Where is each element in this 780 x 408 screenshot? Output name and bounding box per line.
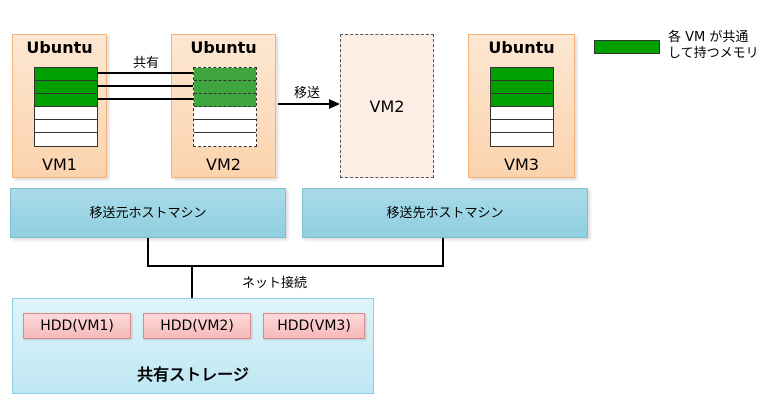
vm3-box: Ubuntu VM3	[468, 34, 575, 178]
vm2-migrated-box: VM2	[340, 34, 434, 178]
storage-title: 共有ストレージ	[137, 365, 249, 384]
legend-line-2: して持つメモリ	[668, 46, 759, 61]
hdd-vm3: HDD(VM3)	[263, 313, 365, 339]
destination-host: 移送先ホストマシン	[302, 188, 588, 238]
vm1-memory	[34, 67, 98, 147]
vm1-os-label: Ubuntu	[26, 38, 93, 57]
legend-text: 各 VM が共通 して持つメモリ	[668, 30, 759, 62]
vm2-source-box: Ubuntu VM2	[171, 34, 276, 178]
shared-label: 共有	[133, 56, 160, 71]
source-host: 移送元ホストマシン	[10, 188, 286, 238]
vm3-memory	[490, 67, 554, 147]
vm2-migrated-name: VM2	[369, 97, 405, 116]
vm3-name: VM3	[504, 155, 539, 174]
vm1-name: VM1	[42, 155, 77, 174]
legend-line-1: 各 VM が共通	[668, 30, 749, 45]
network-label: ネット接続	[242, 276, 308, 291]
vm2-memory	[193, 67, 257, 147]
vm2-os-label: Ubuntu	[190, 38, 257, 57]
shared-storage: HDD(VM1) HDD(VM2) HDD(VM3) 共有ストレージ	[12, 298, 374, 394]
vm3-os-label: Ubuntu	[488, 38, 555, 57]
hdd-vm2: HDD(VM2)	[143, 313, 251, 339]
vm2-name: VM2	[206, 155, 241, 174]
legend-swatch	[594, 40, 660, 54]
migrate-label: 移送	[294, 86, 321, 101]
migrate-arrow-head	[329, 99, 340, 109]
hdd-vm1: HDD(VM1)	[23, 313, 131, 339]
vm1-box: Ubuntu VM1	[12, 34, 107, 178]
network-line	[147, 238, 444, 267]
